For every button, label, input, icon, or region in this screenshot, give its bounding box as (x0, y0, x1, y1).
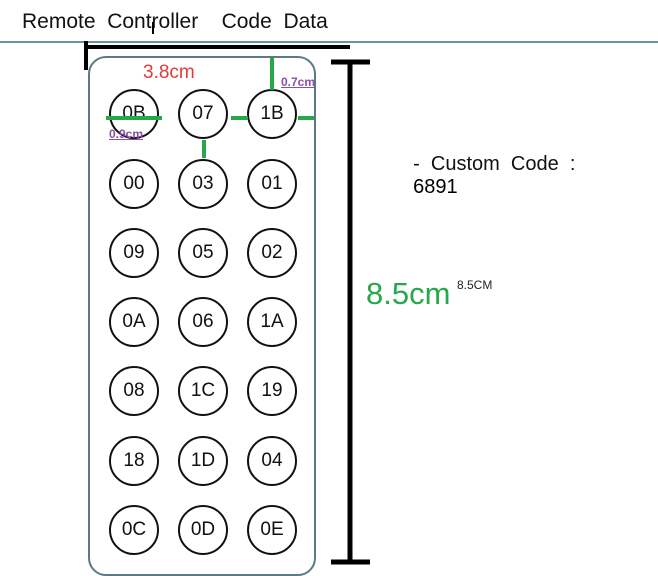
remote-button[interactable]: 06 (178, 297, 228, 347)
remote-button[interactable]: 04 (247, 436, 297, 486)
remote-button[interactable]: 1C (178, 366, 228, 416)
button-diameter-label: 0.9cm (109, 127, 144, 141)
custom-code-prefix: - Custom Code : (413, 153, 576, 175)
height-small-label: 8.5CM (457, 278, 493, 292)
remote-button[interactable]: 0E (247, 505, 297, 555)
width-label: 3.8cm (143, 62, 195, 83)
remote-button[interactable]: 0C (109, 505, 159, 555)
remote-button[interactable]: 19 (247, 366, 297, 416)
height-label: 8.5cm (366, 276, 451, 311)
title-divider (0, 41, 658, 43)
remote-button[interactable]: 0A (109, 297, 159, 347)
custom-code: - Custom Code : 6891 (402, 130, 575, 199)
remote-button[interactable]: 01 (247, 159, 297, 209)
remote-button[interactable]: 0D (178, 505, 228, 555)
remote-button[interactable]: 1B (247, 89, 297, 139)
remote-button[interactable]: 1A (247, 297, 297, 347)
remote-button[interactable]: 09 (109, 228, 159, 278)
remote-button[interactable]: 03 (178, 159, 228, 209)
remote-button[interactable]: 00 (109, 159, 159, 209)
remote-button[interactable]: 07 (178, 89, 228, 139)
button-gap-label: 0.7cm (281, 75, 316, 89)
remote-button[interactable]: 02 (247, 228, 297, 278)
custom-code-value: 6891 (413, 176, 458, 198)
remote-button[interactable]: 05 (178, 228, 228, 278)
remote-button[interactable]: 08 (109, 366, 159, 416)
page-title: Remote Controller Code Data (22, 10, 328, 33)
remote-button[interactable]: 18 (109, 436, 159, 486)
remote-button[interactable]: 1D (178, 436, 228, 486)
